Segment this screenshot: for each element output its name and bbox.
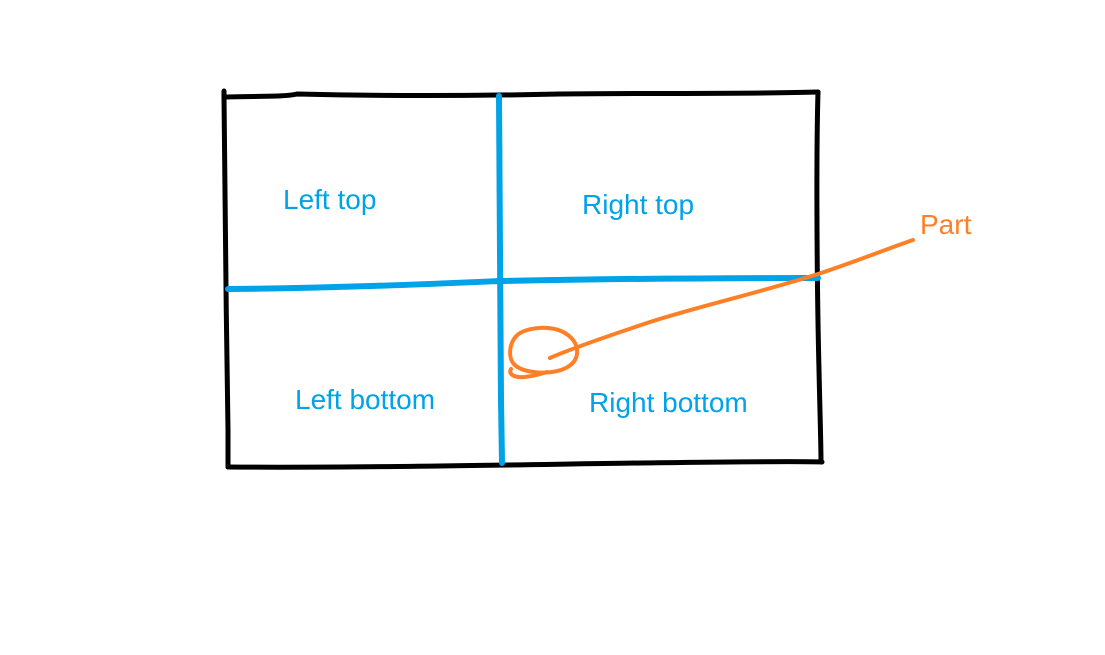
quadrant-label-right-top: Right top bbox=[582, 189, 695, 220]
part-circle-tail-stroke bbox=[508, 367, 549, 380]
quadrant-label-left-top: Left top bbox=[283, 184, 377, 215]
part-circle-scribble bbox=[508, 325, 580, 375]
part-leader-line bbox=[548, 238, 915, 360]
quadrant-label-left-bottom: Left bottom bbox=[295, 384, 436, 415]
horizontal-divider-line bbox=[225, 275, 821, 292]
rectangle-outline-top bbox=[221, 89, 821, 100]
rectangle-outline-bottom bbox=[225, 459, 825, 470]
rectangle-outline-left bbox=[221, 88, 231, 470]
rectangle-outline-right bbox=[814, 89, 824, 465]
annotation-label-part: Part bbox=[920, 209, 972, 240]
vertical-divider-line bbox=[496, 93, 505, 466]
quadrant-label-right-bottom: Right bottom bbox=[589, 387, 748, 418]
